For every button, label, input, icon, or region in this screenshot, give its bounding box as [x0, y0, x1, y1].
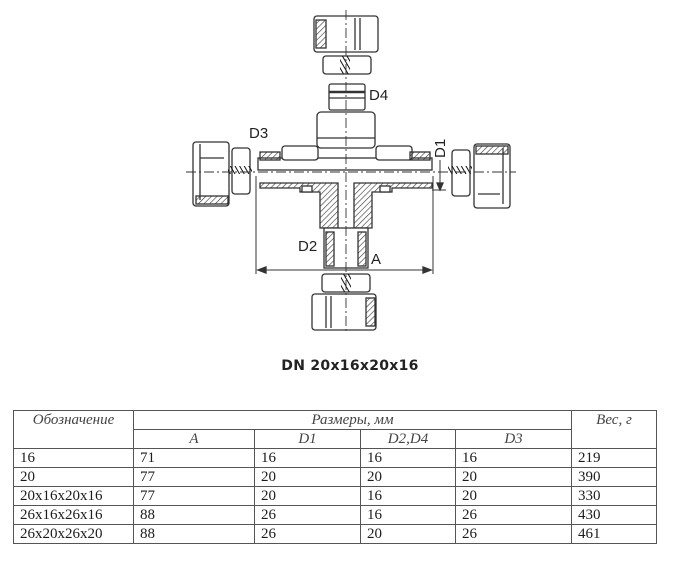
dimensions-table: Обозначение Размеры, мм Вес, г A D1 D2,D… [13, 410, 657, 544]
label-d4: D4 [369, 87, 388, 104]
cell-d1: 20 [254, 467, 361, 487]
bottom-compression-nut [311, 273, 377, 331]
left-compression-nut [192, 141, 252, 207]
label-d3: D3 [249, 125, 268, 142]
cell-d2-d4: 16 [360, 486, 456, 506]
product-caption: DN 20x16x20x16 [281, 358, 419, 374]
table-row: 26x16x26x16 88 26 16 26 430 [13, 505, 657, 525]
fitting-technical-drawing: D4 D3 D2 A D1 [186, 10, 516, 334]
cell-d2-d4: 16 [360, 505, 456, 525]
header-d2-d4: D2,D4 [360, 429, 456, 449]
cell-d1: 20 [254, 486, 361, 506]
cell-d1: 26 [254, 505, 361, 525]
header-weight: Вес, г [571, 410, 657, 449]
cell-designation: 16 [13, 448, 134, 468]
cell-weight: 461 [571, 524, 657, 544]
top-spigot-d4 [316, 83, 376, 149]
cell-a: 88 [133, 505, 255, 525]
label-d1: D1 [432, 139, 449, 158]
cell-weight: 430 [571, 505, 657, 525]
header-designation: Обозначение [13, 410, 134, 449]
header-d3: D3 [455, 429, 572, 449]
cell-designation: 20 [13, 467, 134, 487]
cell-d1: 16 [254, 448, 361, 468]
right-compression-nut [448, 143, 511, 209]
cell-d3: 20 [455, 467, 572, 487]
cell-d2-d4: 16 [360, 448, 456, 468]
dimension-d1 [432, 160, 446, 192]
header-a: A [133, 429, 255, 449]
cell-d1: 26 [254, 524, 361, 544]
cell-a: 77 [133, 486, 255, 506]
cell-weight: 390 [571, 467, 657, 487]
cell-designation: 26x16x26x16 [13, 505, 134, 525]
table-row: 20x16x20x16 77 20 16 20 330 [13, 486, 657, 506]
cell-d2-d4: 20 [360, 524, 456, 544]
label-d2: D2 [298, 238, 317, 255]
cell-designation: 20x16x20x16 [13, 486, 134, 506]
cell-d2-d4: 20 [360, 467, 456, 487]
cell-weight: 219 [571, 448, 657, 468]
label-a: A [371, 251, 381, 268]
cell-designation: 26x20x26x20 [13, 524, 134, 544]
cell-d3: 26 [455, 524, 572, 544]
main-body [257, 145, 433, 269]
table-row: 20 77 20 20 20 390 [13, 467, 657, 487]
cell-a: 71 [133, 448, 255, 468]
dimension-a [255, 176, 434, 274]
header-d1: D1 [254, 429, 361, 449]
cell-weight: 330 [571, 486, 657, 506]
cell-d3: 16 [455, 448, 572, 468]
cell-d3: 20 [455, 486, 572, 506]
cell-a: 77 [133, 467, 255, 487]
cell-a: 88 [133, 524, 255, 544]
header-dimensions: Размеры, мм [133, 410, 572, 430]
cell-d3: 26 [455, 505, 572, 525]
table-row: 16 71 16 16 16 219 [13, 448, 657, 468]
table-row: 26x20x26x20 88 26 20 26 461 [13, 524, 657, 544]
